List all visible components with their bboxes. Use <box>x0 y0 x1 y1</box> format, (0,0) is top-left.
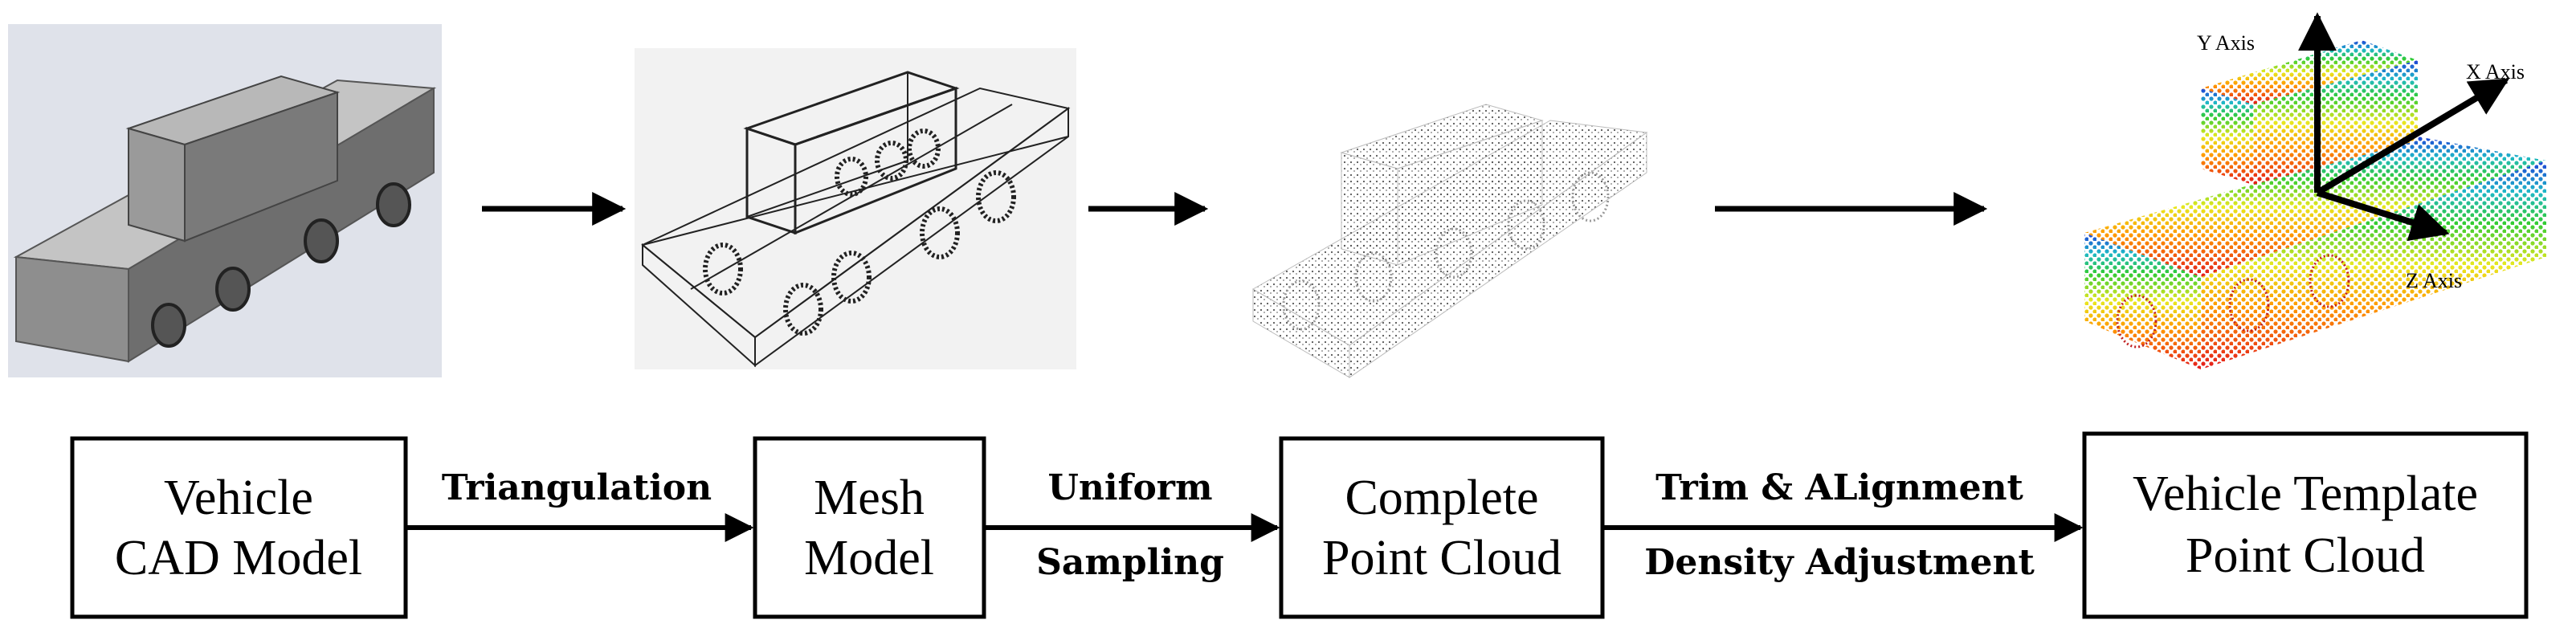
edge-label-triangulation: Triangulation <box>442 467 712 508</box>
box-complete-point-cloud-line2: Point Cloud <box>1322 531 1562 585</box>
edge-label-sampling: Sampling <box>1036 542 1224 583</box>
x-axis-label: X Axis <box>2466 60 2525 84</box>
box-cad-model <box>70 436 408 619</box>
box-mesh-model-line2: Model <box>804 531 934 585</box>
colored-point-cloud-illustration <box>2084 40 2546 369</box>
z-axis-arrow <box>2316 190 2450 242</box>
box-mesh-model <box>753 436 986 619</box>
edge-label-uniform: Uniform <box>1047 467 1212 508</box>
box-template-point-cloud-line1: Vehicle Template <box>2133 467 2478 521</box>
cad-render-illustration <box>8 24 442 377</box>
x-axis-arrow <box>2315 77 2510 196</box>
wireframe-mesh-illustration <box>635 48 1076 369</box>
y-axis-label: Y Axis <box>2197 31 2255 55</box>
edge-label-density-adjustment: Density Adjustment <box>1644 542 2035 583</box>
box-complete-point-cloud <box>1279 436 1605 619</box>
edge-label-trim-alignment: Trim & ALignment <box>1655 467 2023 508</box>
box-template-point-cloud-line2: Point Cloud <box>2186 528 2425 583</box>
gray-point-cloud-illustration <box>1251 104 1648 378</box>
box-cad-model-line1: Vehicle <box>164 471 313 525</box>
box-mesh-model-line1: Mesh <box>814 471 925 525</box>
z-axis-label: Z Axis <box>2406 269 2462 292</box>
box-complete-point-cloud-line1: Complete <box>1345 471 1538 525</box>
box-template-point-cloud <box>2082 431 2529 619</box>
box-cad-model-line2: CAD Model <box>115 531 362 585</box>
coordinate-axes <box>2298 12 2510 242</box>
